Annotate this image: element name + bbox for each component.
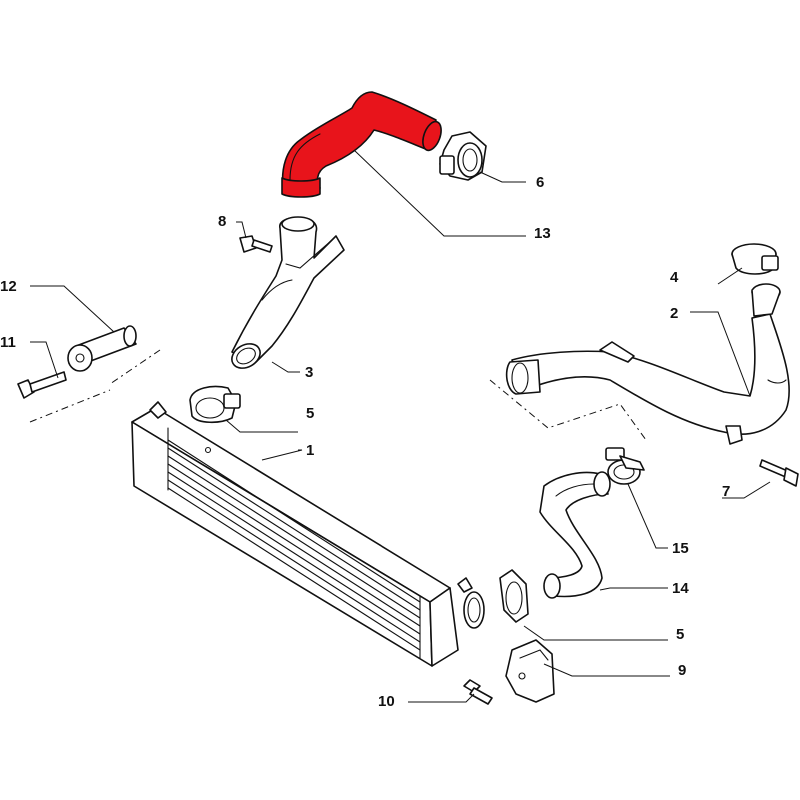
callout-4: 4: [670, 269, 679, 286]
bolt-10[interactable]: [463, 679, 493, 705]
callout-13: 13: [534, 225, 551, 242]
bolt-11[interactable]: [17, 371, 67, 399]
callout-8: 8: [218, 213, 226, 230]
callout-5a: 5: [306, 405, 314, 422]
callout-1: 1: [306, 442, 314, 459]
hose-13-highlighted[interactable]: [281, 91, 445, 198]
clamp-15[interactable]: [605, 447, 645, 485]
callout-9: 9: [678, 662, 686, 679]
leader-lines: [30, 149, 771, 703]
callout-3: 3: [305, 364, 313, 381]
bolt-7[interactable]: [759, 459, 799, 487]
callout-15: 15: [672, 540, 689, 557]
bracket-9[interactable]: [505, 639, 555, 703]
sleeve-12[interactable]: [67, 325, 137, 372]
clamp-6[interactable]: [439, 131, 487, 181]
bolt-8[interactable]: [239, 235, 273, 253]
callout-labels: 1 2 3 4 5 5 6 7 8 9 10 11 12 13 14 15: [0, 174, 730, 710]
callout-11: 11: [0, 334, 16, 351]
pipe-3[interactable]: [228, 216, 345, 373]
clamp-4[interactable]: [731, 243, 779, 275]
intercooler-1[interactable]: [131, 401, 485, 667]
callout-10: 10: [378, 693, 395, 710]
callout-12: 12: [0, 278, 17, 295]
clamp-5a[interactable]: [189, 385, 241, 424]
callout-6: 6: [536, 174, 544, 191]
callout-7: 7: [722, 483, 730, 500]
hose-14[interactable]: [539, 471, 611, 599]
callout-14: 14: [672, 580, 689, 597]
callout-2: 2: [670, 305, 678, 322]
dashed-centerlines: [29, 349, 647, 441]
callout-5b: 5: [676, 626, 684, 643]
pipe-2[interactable]: [505, 283, 790, 445]
clamp-5b[interactable]: [499, 569, 529, 623]
